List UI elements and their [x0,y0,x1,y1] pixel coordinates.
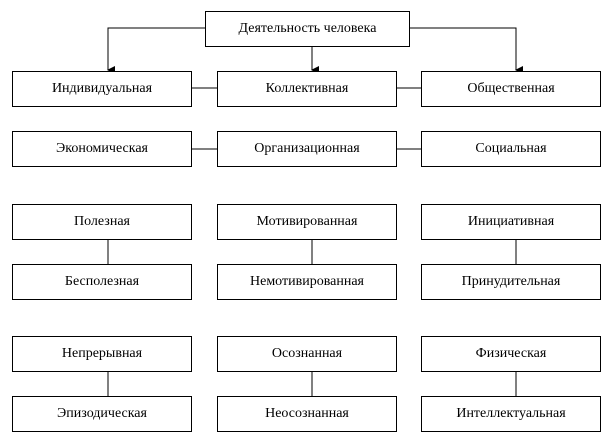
box-organizational: Организационная [217,131,397,167]
box-useless: Бесполезная [12,264,192,300]
box-initiative: Инициативная [421,204,601,240]
arrow-root-to-individual [107,27,205,74]
box-individual: Индивидуальная [12,71,192,107]
box-unconscious: Неосознанная [217,396,397,432]
box-physical: Физическая [421,336,601,372]
box-motivated: Мотивированная [217,204,397,240]
arrow-root-to-public [409,27,523,74]
box-collective: Коллективная [217,71,397,107]
box-public: Общественная [421,71,601,107]
box-intellectual: Интеллектуальная [421,396,601,432]
box-compulsory: Принудительная [421,264,601,300]
box-unmotivated: Немотивированная [217,264,397,300]
box-continuous: Непрерывная [12,336,192,372]
box-social: Социальная [421,131,601,167]
box-economic: Экономическая [12,131,192,167]
root-box: Деятельность человека [205,11,410,47]
box-useful: Полезная [12,204,192,240]
box-episodic: Эпизодическая [12,396,192,432]
box-conscious: Осознанная [217,336,397,372]
